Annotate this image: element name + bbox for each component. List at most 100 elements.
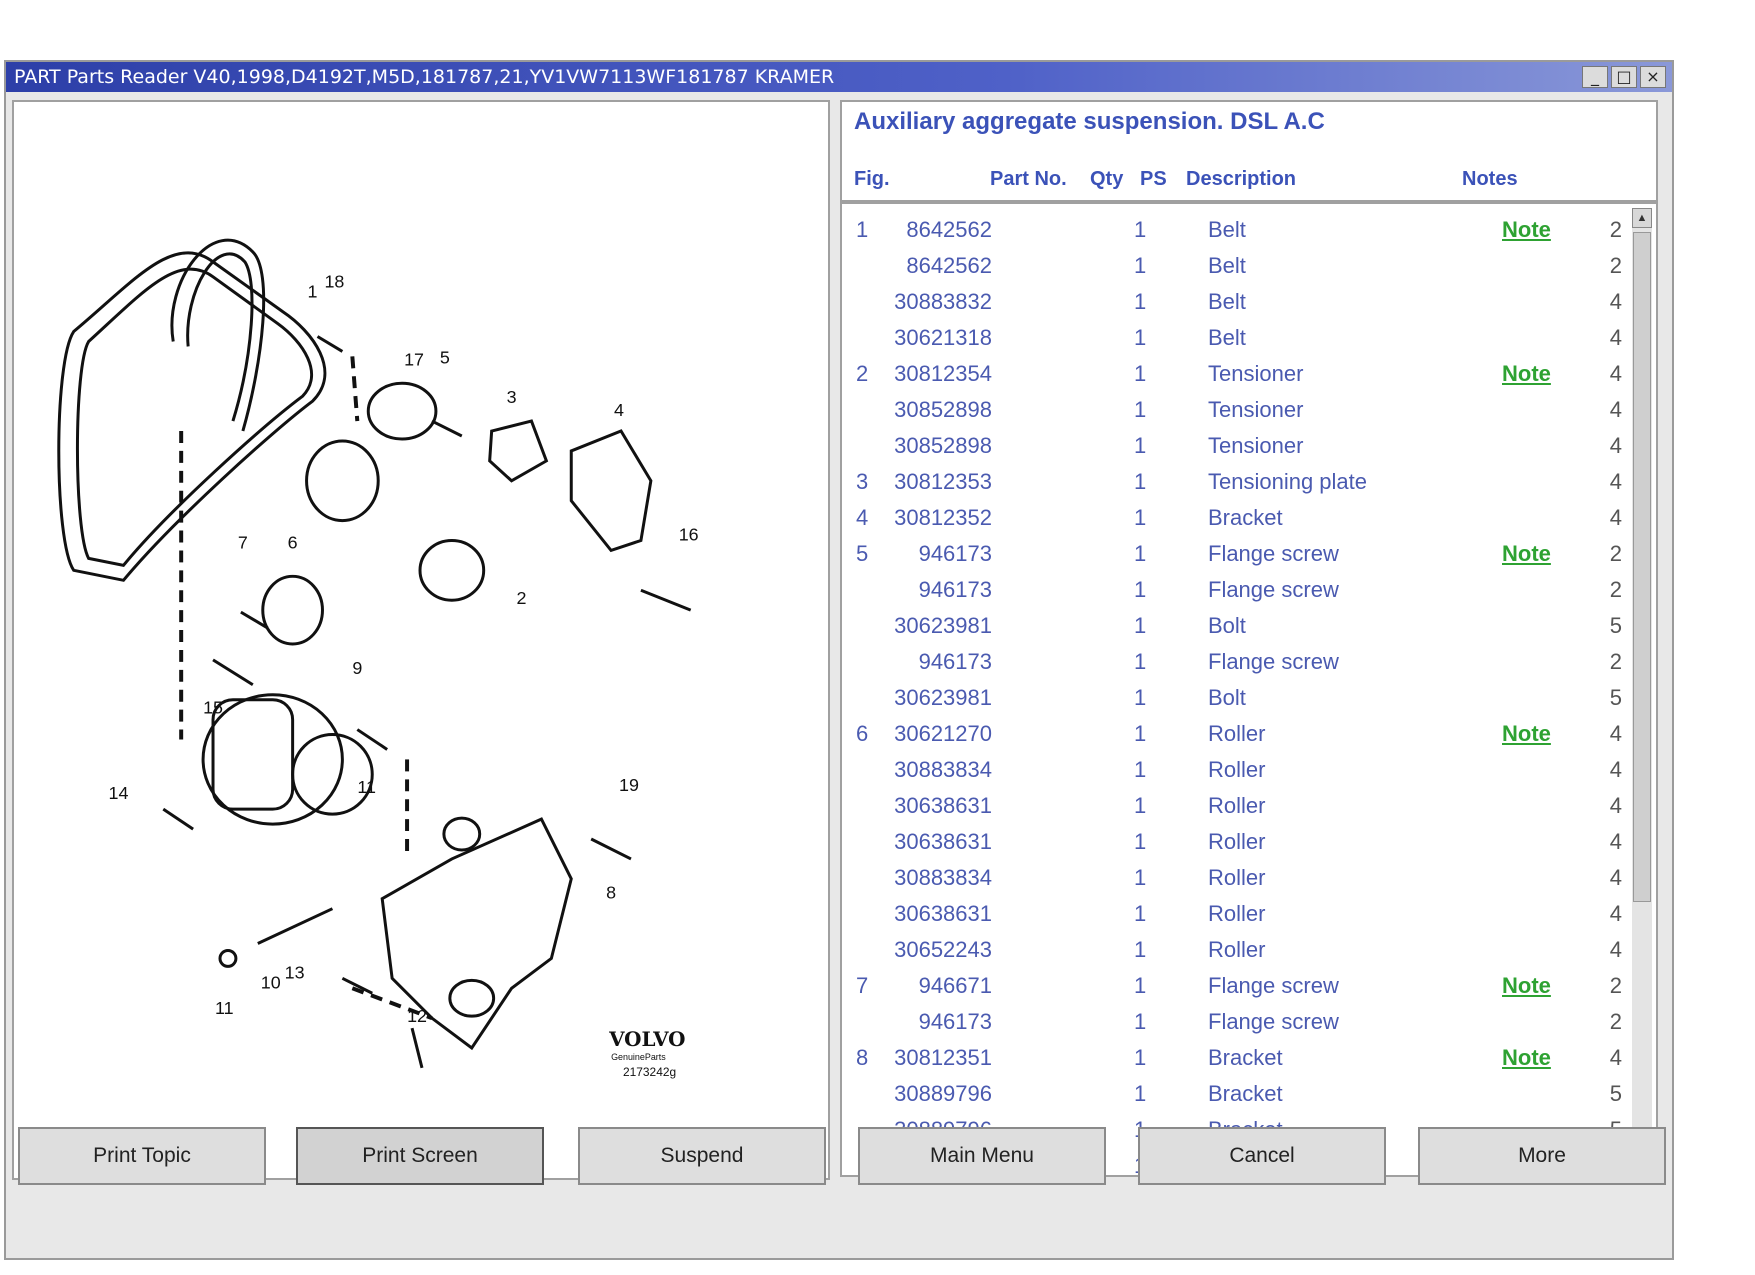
main-menu-button[interactable]: Main Menu [858, 1127, 1106, 1185]
note-link[interactable]: Note [1502, 541, 1551, 566]
description-cell: Roller [1208, 757, 1266, 782]
qty-cell: 1 [1134, 577, 1147, 602]
table-row[interactable]: 30623981 1 Bolt 5 [842, 608, 1632, 644]
description-cell: Flange screw [1208, 973, 1339, 998]
qty-cell: 1 [1134, 361, 1147, 386]
note-link[interactable]: Note [1502, 361, 1551, 386]
note-link[interactable]: Note [1502, 217, 1551, 242]
part-number-cell: 8642562 [906, 253, 992, 278]
maximize-icon[interactable]: □ [1611, 66, 1637, 88]
ps-cell: 2 [1609, 649, 1622, 674]
note-link[interactable]: Note [1502, 973, 1551, 998]
description-cell: Roller [1208, 793, 1266, 818]
column-header-part-no: Part No. [990, 168, 1067, 190]
description-cell: Bolt [1208, 613, 1246, 638]
more-button[interactable]: More [1418, 1127, 1666, 1185]
part-number-cell: 946173 [918, 649, 992, 674]
scroll-up-icon[interactable]: ▲ [1632, 208, 1652, 228]
part-number-cell: 30812354 [894, 361, 992, 386]
callout-4: 4 [614, 400, 624, 420]
qty-cell: 1 [1134, 793, 1147, 818]
callout-16: 16 [679, 524, 699, 544]
callout-13: 13 [285, 962, 305, 982]
qty-cell: 1 [1134, 433, 1147, 458]
ps-cell: 2 [1609, 217, 1622, 242]
ps-cell: 4 [1609, 865, 1622, 890]
print-topic-button[interactable]: Print Topic [18, 1127, 266, 1185]
qty-cell: 1 [1134, 937, 1147, 962]
ps-cell: 5 [1609, 613, 1622, 638]
description-cell: Belt [1208, 325, 1246, 350]
ps-cell: 4 [1609, 469, 1622, 494]
part-number-cell: 946173 [918, 1009, 992, 1034]
cancel-button[interactable]: Cancel [1138, 1127, 1386, 1185]
qty-cell: 1 [1134, 1045, 1147, 1070]
scrollbar-thumb[interactable] [1633, 232, 1651, 902]
qty-cell: 1 [1134, 289, 1147, 314]
qty-cell: 1 [1134, 865, 1147, 890]
description-cell: Roller [1208, 937, 1266, 962]
window-controls: _ □ × [1582, 66, 1666, 88]
section-title: Auxiliary aggregate suspension. DSL A.C [854, 108, 1325, 135]
exploded-parts-diagram: 1 2 3 4 5 6 7 8 9 10 11 11 12 13 14 15 1… [12, 100, 830, 1180]
ps-cell: 4 [1609, 829, 1622, 854]
part-number-cell: 30889796 [894, 1081, 992, 1106]
print-screen-button[interactable]: Print Screen [296, 1127, 544, 1185]
qty-cell: 1 [1134, 1081, 1147, 1106]
ps-cell: 4 [1609, 505, 1622, 530]
qty-cell: 1 [1134, 541, 1147, 566]
qty-cell: 1 [1134, 721, 1147, 746]
qty-cell: 1 [1134, 829, 1147, 854]
callout-6: 6 [288, 532, 298, 552]
part-number-cell: 30623981 [894, 613, 992, 638]
drawing-number: 2173242g [623, 1065, 676, 1079]
close-icon[interactable]: × [1640, 66, 1666, 88]
suspend-button[interactable]: Suspend [578, 1127, 826, 1185]
description-cell: Bracket [1208, 505, 1283, 530]
vertical-scrollbar[interactable]: ▲ ▼ [1632, 208, 1652, 1168]
note-link[interactable]: Note [1502, 1045, 1551, 1070]
part-number-cell: 30812353 [894, 469, 992, 494]
note-link[interactable]: Note [1502, 721, 1551, 746]
ps-cell: 2 [1609, 577, 1622, 602]
description-cell: Tensioner [1208, 397, 1304, 422]
callout-14: 14 [109, 783, 129, 803]
callout-2: 2 [517, 588, 527, 608]
ps-cell: 2 [1609, 541, 1622, 566]
minimize-icon[interactable]: _ [1582, 66, 1608, 88]
ps-cell: 5 [1609, 1081, 1622, 1106]
title-bar[interactable]: PART Parts Reader V40,1998,D4192T,M5D,18… [6, 62, 1672, 92]
ps-cell: 4 [1609, 793, 1622, 818]
qty-cell: 1 [1134, 325, 1147, 350]
qty-cell: 1 [1134, 973, 1147, 998]
description-cell: Bracket [1208, 1045, 1283, 1070]
column-header-fig: Fig. [854, 168, 890, 190]
qty-cell: 1 [1134, 613, 1147, 638]
description-cell: Bolt [1208, 685, 1246, 710]
